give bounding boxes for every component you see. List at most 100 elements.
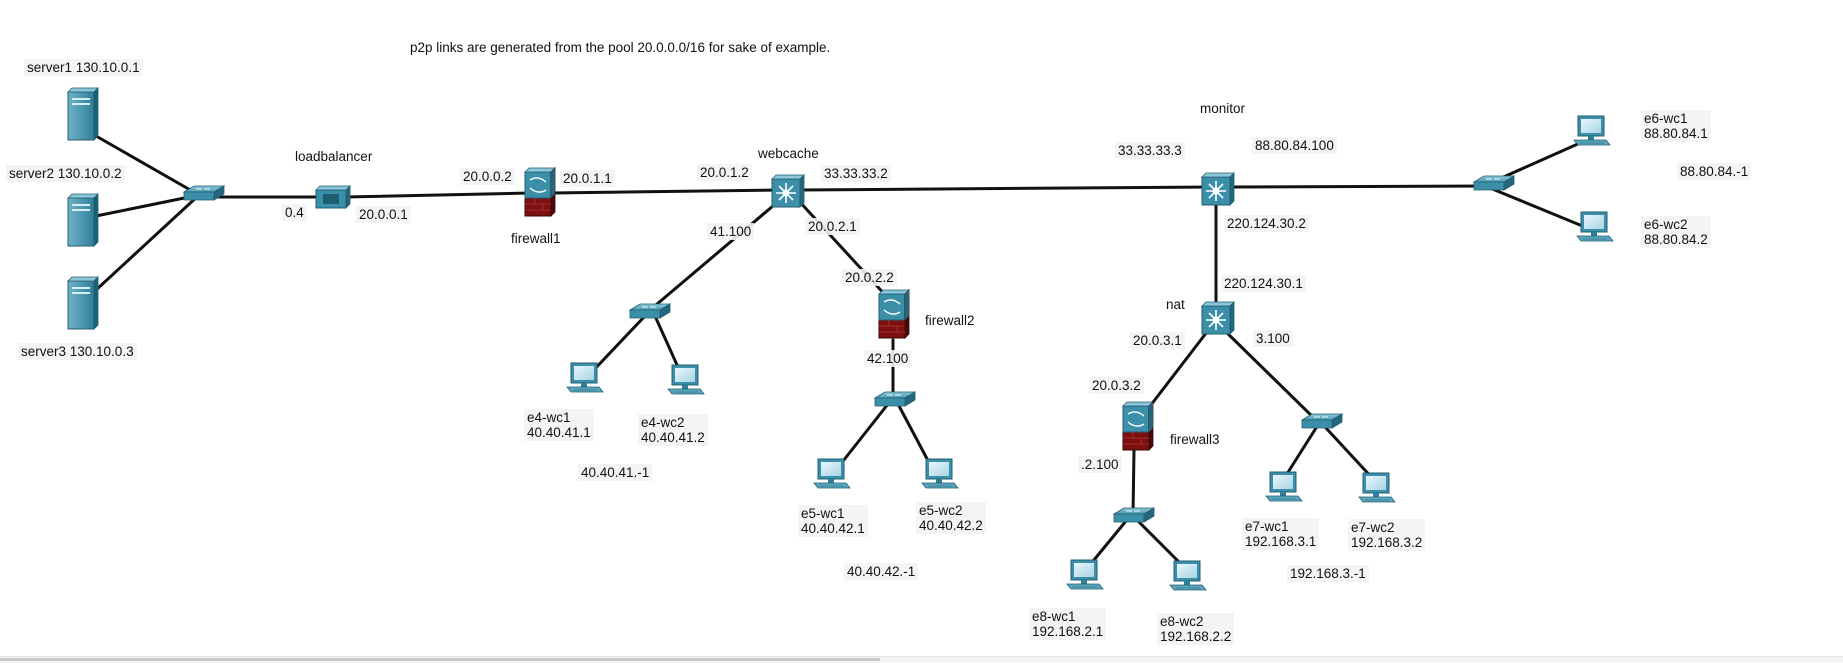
host-ip: 88.80.84.1 [1644,126,1708,141]
e4-switch-icon [629,303,671,319]
server1-label: server1 130.10.0.1 [24,59,143,76]
e7-wc2-pc-icon [1358,472,1396,503]
e6-wc2-label: e6-wc2 88.80.84.2 [1641,216,1711,248]
link-e6switch-e6wc2 [1488,186,1582,227]
host-ip: 40.40.42.2 [919,518,983,533]
server3-label: server3 130.10.0.3 [18,343,137,360]
nat-right-ip: 3.100 [1253,330,1293,347]
host-ip: 192.168.3.1 [1245,534,1317,549]
e7-wc1-pc-icon [1265,471,1303,502]
e6-wc2-pc-icon [1576,211,1614,242]
wc-left-ip: 20.0.1.2 [697,164,752,181]
e5-switch-icon [874,391,916,407]
e5-wc1-label: e5-wc1 40.40.42.1 [798,505,868,537]
link-e8switch-e8wc2 [1136,519,1187,570]
mon-right-ip: 88.80.84.100 [1252,137,1337,154]
host-name: e7-wc2 [1351,520,1395,535]
mon-left-ip: 33.33.33.3 [1115,142,1185,159]
e7-wc2-label: e7-wc2 192.168.3.2 [1348,519,1426,551]
host-ip: 40.40.41.2 [641,430,705,445]
firewall3-icon [1122,401,1154,451]
e4-subnet: 40.40.41.-1 [578,464,653,481]
e8-wc2-label: e8-wc2 192.168.2.2 [1157,613,1235,645]
link-webcache-monitor [798,185,1214,192]
link-nat-e7switch [1220,326,1319,423]
e5-wc1-pc-icon [813,458,851,489]
server2-icon [67,193,99,247]
link-firewall3-e8switch [1131,448,1136,517]
host-ip: 192.168.2.2 [1160,629,1232,644]
link-e8switch-e8wc1 [1087,519,1128,568]
server2-label: server2 130.10.0.2 [6,165,125,182]
host-name: e7-wc1 [1245,519,1289,534]
webcache-icon [771,174,805,208]
link-server1-switch [94,134,201,197]
firewall2-icon [878,289,910,339]
host-ip: 192.168.3.2 [1351,535,1423,550]
server-switch-icon [183,185,225,201]
e8-wc1-pc-icon [1066,559,1104,590]
firewall1-icon [524,167,556,217]
host-name: e8-wc1 [1032,609,1076,624]
lb-right-ip: 20.0.0.1 [356,206,411,223]
wc-down-left-ip: 41.100 [707,223,755,240]
firewall2-label: firewall2 [925,313,975,328]
firewall1-label: firewall1 [511,231,561,246]
host-ip: 40.40.42.1 [801,521,865,536]
host-name: e6-wc1 [1644,111,1688,126]
fw3-top-ip: 20.0.3.2 [1089,377,1144,394]
e4-wc2-label: e4-wc2 40.40.41.2 [638,414,708,446]
horizontal-scrollbar[interactable] [0,656,1843,663]
host-name: e5-wc2 [919,503,963,518]
link-e7switch-e7wc1 [1283,426,1318,479]
mon-down-ip: 220.124.30.2 [1224,215,1309,232]
e5-wc2-pc-icon [921,458,959,489]
wc-down-right-ip: 20.0.2.1 [805,218,860,235]
host-name: e6-wc2 [1644,217,1688,232]
link-monitor-e6switch [1228,184,1489,189]
monitor-label: monitor [1200,101,1246,116]
server3-icon [67,276,99,330]
e5-subnet: 40.40.42.-1 [844,563,919,580]
host-name: e4-wc2 [641,415,685,430]
link-server2-switch [94,193,201,218]
webcache-label: webcache [758,146,819,161]
host-name: e8-wc2 [1160,614,1204,629]
firewall3-label: firewall3 [1170,432,1220,447]
nat-top-ip: 220.124.30.1 [1221,275,1306,292]
lb-left-ip: 0.4 [282,204,307,221]
loadbalancer-label: loadbalancer [295,149,373,164]
link-webcache-e4switch [648,198,782,312]
wc-right-ip: 33.33.33.2 [821,165,891,182]
link-e5switch-e5wc1 [834,402,890,472]
e6-subnet: 88.80.84.-1 [1677,163,1752,180]
fw2-top-ip: 20.0.2.2 [842,269,897,286]
e4-wc2-pc-icon [667,364,705,395]
e6-wc1-pc-icon [1573,115,1611,146]
link-loadbalancer-firewall1 [343,191,533,199]
link-e7switch-e7wc2 [1324,426,1377,483]
e6-wc1-label: e6-wc1 88.80.84.1 [1641,110,1711,142]
e8-wc2-pc-icon [1169,560,1207,591]
nat-left-ip: 20.0.3.1 [1130,332,1185,349]
loadbalancer-icon [315,185,351,209]
e7-switch-icon [1301,413,1343,429]
e7-wc1-label: e7-wc1 192.168.3.1 [1242,518,1320,550]
e4-wc1-label: e4-wc1 40.40.41.1 [524,409,594,441]
link-server3-switch [94,193,201,292]
host-name: e4-wc1 [527,410,571,425]
link-nat-firewall3 [1142,326,1212,416]
scrollbar-thumb[interactable] [0,658,880,661]
pool-note: p2p links are generated from the pool 20… [410,40,831,55]
host-ip: 88.80.84.2 [1644,232,1708,247]
fw1-left-ip: 20.0.0.2 [460,168,515,185]
e8-switch-icon [1113,507,1155,523]
e6-switch-icon [1473,175,1515,191]
host-ip: 40.40.41.1 [527,425,591,440]
fw2-bottom-ip: 42.100 [864,350,912,367]
link-e4switch-e4wc1 [588,314,647,376]
nat-label: nat [1166,297,1185,312]
nat-icon [1201,301,1235,335]
e7-subnet: 192.168.3.-1 [1287,565,1369,582]
